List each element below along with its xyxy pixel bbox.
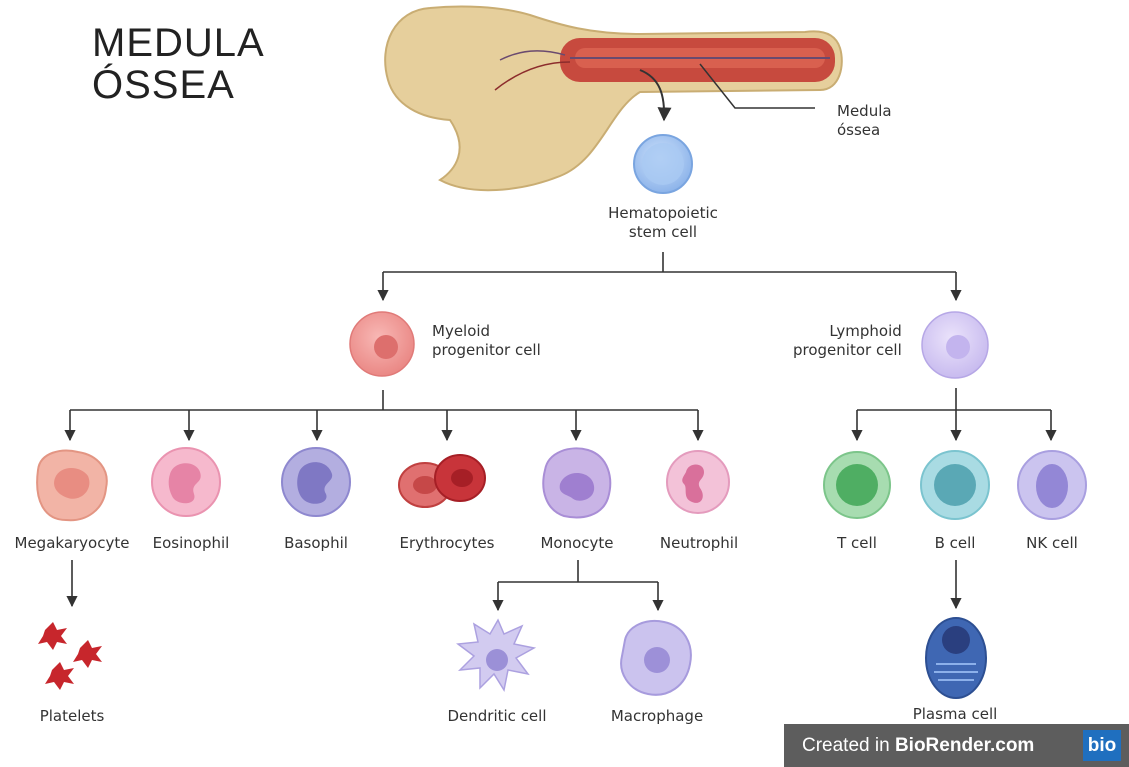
- dendritic-cell-label: Dendritic cell: [447, 707, 546, 725]
- stem-cell-label-line-2: stem cell: [608, 223, 718, 242]
- dendritic-cell: [458, 620, 534, 690]
- title-line-1: MEDULA: [92, 22, 265, 64]
- stem-cell-label: Hematopoietic stem cell: [608, 204, 718, 242]
- bone-illustration: [385, 6, 842, 190]
- plasma-cell: [926, 618, 986, 698]
- myeloid-label-line-2: progenitor cell: [432, 341, 541, 360]
- badge-prefix: Created in: [802, 735, 895, 756]
- macrophage-cell: [621, 621, 691, 695]
- myeloid-label-line-1: Myeloid: [432, 322, 541, 341]
- lymphoid-label-line-2: progenitor cell: [793, 341, 902, 360]
- platelets-cluster: [38, 622, 102, 690]
- neutrophil-label: Neutrophil: [660, 534, 738, 552]
- b-cell-label: B cell: [935, 534, 976, 552]
- neutrophil-cell: [667, 451, 729, 513]
- biorender-logo-icon: bio: [1083, 730, 1121, 761]
- stem-cell-label-line-1: Hematopoietic: [608, 204, 718, 223]
- myeloid-label: Myeloid progenitor cell: [432, 322, 541, 360]
- b-cell: [921, 451, 989, 519]
- lymphoid-label: Lymphoid progenitor cell: [793, 322, 902, 360]
- basophil-label: Basophil: [284, 534, 348, 552]
- erythrocytes-label: Erythrocytes: [400, 534, 495, 552]
- erythrocytes-cell: [399, 455, 485, 507]
- megakaryocyte-label: Megakaryocyte: [15, 534, 130, 552]
- monocyte-cell: [543, 448, 610, 517]
- bone-marrow-label-line-2: óssea: [837, 121, 892, 140]
- nk-cell-label: NK cell: [1026, 534, 1078, 552]
- biorender-badge[interactable]: Created in BioRender.com bio: [784, 724, 1129, 767]
- t-cell-label: T cell: [837, 534, 877, 552]
- title-line-2: ÓSSEA: [92, 64, 265, 106]
- megakaryocyte-cell: [37, 451, 107, 521]
- macrophage-label: Macrophage: [611, 707, 703, 725]
- badge-text: Created in BioRender.com: [802, 724, 1034, 767]
- t-cell: [824, 452, 890, 518]
- bone-marrow-label-line-1: Medula: [837, 102, 892, 121]
- bone-marrow-label: Medula óssea: [837, 102, 892, 140]
- nk-cell: [1018, 451, 1086, 519]
- eosinophil-cell: [152, 448, 220, 516]
- connectors: [70, 252, 1051, 610]
- basophil-cell: [282, 448, 350, 516]
- lymphoid-label-line-1: Lymphoid: [793, 322, 902, 341]
- platelets-label: Platelets: [40, 707, 105, 725]
- badge-brand: BioRender.com: [895, 735, 1034, 756]
- page-title: MEDULA ÓSSEA: [92, 22, 265, 106]
- monocyte-label: Monocyte: [540, 534, 613, 552]
- eosinophil-label: Eosinophil: [153, 534, 230, 552]
- plasma-cell-label: Plasma cell: [913, 705, 998, 723]
